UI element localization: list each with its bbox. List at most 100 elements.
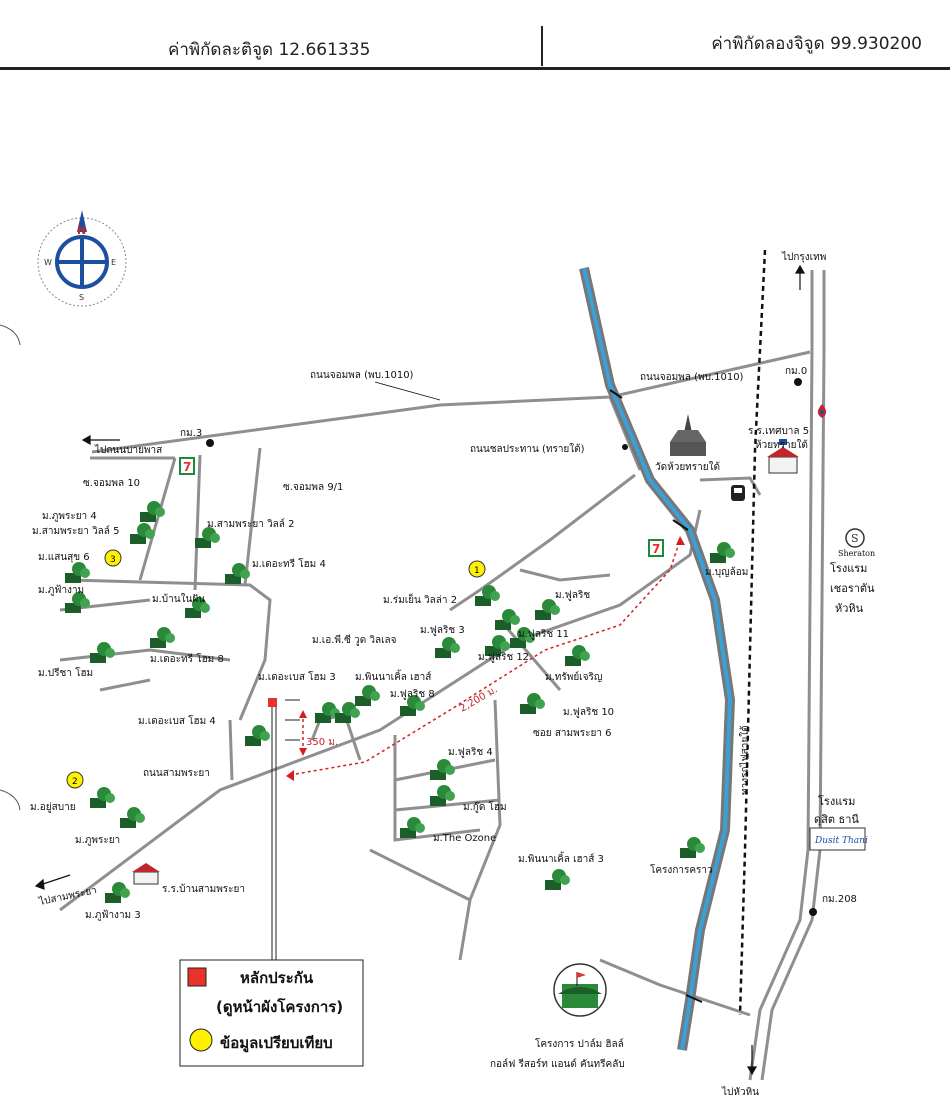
label-sheraton-brand: Sheraton: [838, 549, 875, 558]
road-south-east: [599, 958, 751, 1017]
label-pinnacle: ม.พินนาเคิ้ล เฮาส์: [355, 669, 431, 683]
label-road-chonprathan: ถนนชลประทาน (ทรายใต้): [470, 443, 585, 455]
label-phupraya4: ม.ภูพระยา 4: [42, 511, 97, 522]
label-fulrich4: ม.ฟูลริช 4: [448, 747, 493, 758]
railway-line: [738, 249, 767, 1016]
label-romyen2: ม.ร่มเย็น วิลล่า 2: [383, 592, 457, 606]
road-soi-10: [138, 457, 177, 581]
label-palm-hills-1: โครงการ ปาล์ม ฮิลล์: [535, 1037, 624, 1050]
road-station: [699, 476, 762, 496]
header-divider: [541, 26, 543, 66]
label-to-huahin: ไปหัวหิน: [721, 1086, 759, 1098]
route-arrow-start: [286, 770, 294, 781]
longitude-label: ค่าพิกัดลองจิจูด 99.930200: [711, 34, 922, 54]
compass-w: W: [44, 258, 52, 267]
label-banbaifun: ม.บ้านในฝัน: [152, 593, 205, 605]
label-to-bangkok: ไปกรุงเทพ: [781, 251, 826, 263]
train-icon: [731, 485, 745, 501]
leader-jompol: [374, 381, 441, 401]
label-sheraton-2: เชอราตัน: [830, 582, 875, 595]
svg-text:7: 7: [652, 542, 660, 556]
header-rule: [0, 67, 950, 70]
label-km208: กม.208: [822, 894, 857, 905]
legend-comparison-swatch: [189, 1028, 213, 1052]
label-preecha: ม.ปรีชา โฮม: [38, 666, 93, 679]
label-fulrich11: ม.ฟูลริช 11: [518, 629, 569, 640]
road-jompol: [91, 350, 811, 454]
location-map[interactable]: N S E W: [0, 70, 950, 1103]
label-phufahngam3: ม.ภูฟ้างาม 3: [85, 909, 141, 921]
measure-arrow-up: [299, 710, 307, 718]
svg-text:7: 7: [183, 460, 191, 474]
label-sheraton-3: หัวหิน: [835, 602, 864, 615]
comparison-2: 2: [72, 777, 78, 787]
label-sheraton-1: โรงแรม: [830, 561, 867, 575]
comparison-1: 1: [474, 566, 480, 576]
legend-collateral-swatch: [187, 967, 207, 987]
label-railway: ทางรถไฟสายใต้: [739, 725, 751, 795]
margin-mark-2: [0, 789, 21, 811]
label-goodhome: ม.กู๊ด โฮม: [463, 800, 507, 813]
label-road-sampraya: ถนนสามพระยา: [143, 768, 210, 779]
label-soi-jompol10: ซ.จอมพล 10: [83, 478, 140, 489]
compass-n: N: [77, 224, 86, 237]
dusit-logo: Dusit Thani: [809, 827, 868, 851]
sheraton-logo: S: [845, 528, 865, 548]
latitude-label: ค่าพิกัดละติจูด 12.661335: [168, 40, 371, 60]
label-soi-jompol9: ซ.จอมพล 9/1: [283, 482, 343, 493]
label-sampraya-villa5: ม.สามพระยา วิลล์ 5: [32, 525, 119, 537]
coordinate-header: ค่าพิกัดละติจูด 12.661335 ค่าพิกัดลองจิจ…: [0, 0, 950, 70]
route-dashed: [289, 539, 681, 776]
label-dusit-1: โรงแรม: [818, 794, 855, 808]
school-icon-huaysai: [767, 439, 799, 474]
label-fulrich8: ม.ฟูลริช 8: [390, 689, 435, 700]
road-soi-a: [243, 447, 262, 586]
comparison-markers: 1 2 3: [66, 549, 486, 789]
label-ep-wood: ม.เอ.พี.ซี วูด วิลเลจ: [312, 634, 397, 646]
highway-4: [748, 270, 826, 1081]
label-fulrich12: ม.ฟูลริช 12: [478, 652, 529, 663]
label-sampraya-villa2: ม.สามพระยา วิลล์ 2: [207, 518, 294, 530]
legend-comparison: ข้อมูลเปรียบเทียบ: [220, 1034, 333, 1053]
river: [579, 266, 736, 1051]
label-soi-sampraya6: ซอย สามพระยา 6: [533, 728, 612, 739]
chon-dot: [622, 444, 628, 450]
label-school-huaysai: ร.ร.เทศบาล 5: [748, 426, 809, 437]
village-markers: [65, 501, 735, 903]
label-boonlom: ม.บุญล้อม: [705, 566, 748, 578]
label-yoosabai: ม.อยู่สบาย: [30, 802, 76, 813]
label-km0: กม.0: [785, 366, 807, 377]
label-dusit-2: ดุสิต ธานี: [814, 813, 859, 826]
road-chonprathan: [449, 473, 636, 612]
svg-text:Dusit Thani: Dusit Thani: [814, 836, 868, 846]
legend-box: หลักประกัน (ดูหน้าผังโครงการ) ข้อมูลเปรี…: [179, 959, 364, 1067]
road-west-3: [99, 678, 151, 692]
label-fulrich10: ม.ฟูลริช 10: [563, 707, 614, 718]
measure-arrow-down: [299, 748, 307, 756]
km3-dot: [206, 439, 214, 447]
palm-hills-logo: [553, 963, 607, 1017]
label-krao: โครงการคราว: [650, 863, 713, 876]
label-phupraya: ม.ภูพระยา: [75, 835, 120, 846]
svg-text:S: S: [851, 532, 859, 545]
comparison-3: 3: [110, 555, 116, 565]
label-thapphayachern: ม.ทรัพย์เจริญ: [545, 671, 602, 683]
label-distance-2200: 2,200 ม.: [458, 684, 500, 714]
road-village-loop: [69, 578, 272, 721]
label-pinnacle3: ม.พินนาเคิ้ล เฮาส์ 3: [518, 851, 604, 865]
label-school-huaysai2: ห้วยทรายใต้: [755, 439, 808, 451]
collateral-marker[interactable]: [268, 698, 277, 707]
road-ozone: [393, 735, 481, 842]
label-palm-hills-2: กอล์ฟ รีสอร์ท แอนด์ คันทรีคลับ: [490, 1058, 625, 1070]
road-fulrich-b: [498, 619, 562, 691]
legend-collateral-2: (ดูหน้าผังโครงการ): [216, 997, 343, 1017]
label-ozone: ม.The Ozone: [433, 833, 496, 844]
label-chayatree8: ม.เดอะทรี โฮม 8: [150, 652, 224, 665]
road-ozone-c: [394, 798, 501, 812]
label-distance-350: 350 ม.: [306, 737, 338, 748]
gas-station-icon: [817, 404, 827, 418]
label-thecabe4: ม.เดอะเบส โฮม 4: [138, 714, 216, 727]
legend-collateral-1: หลักประกัน: [240, 969, 314, 987]
seven-eleven-icon: 7 7: [179, 457, 664, 557]
label-sansuk6: ม.แสนสุข 6: [38, 552, 90, 563]
